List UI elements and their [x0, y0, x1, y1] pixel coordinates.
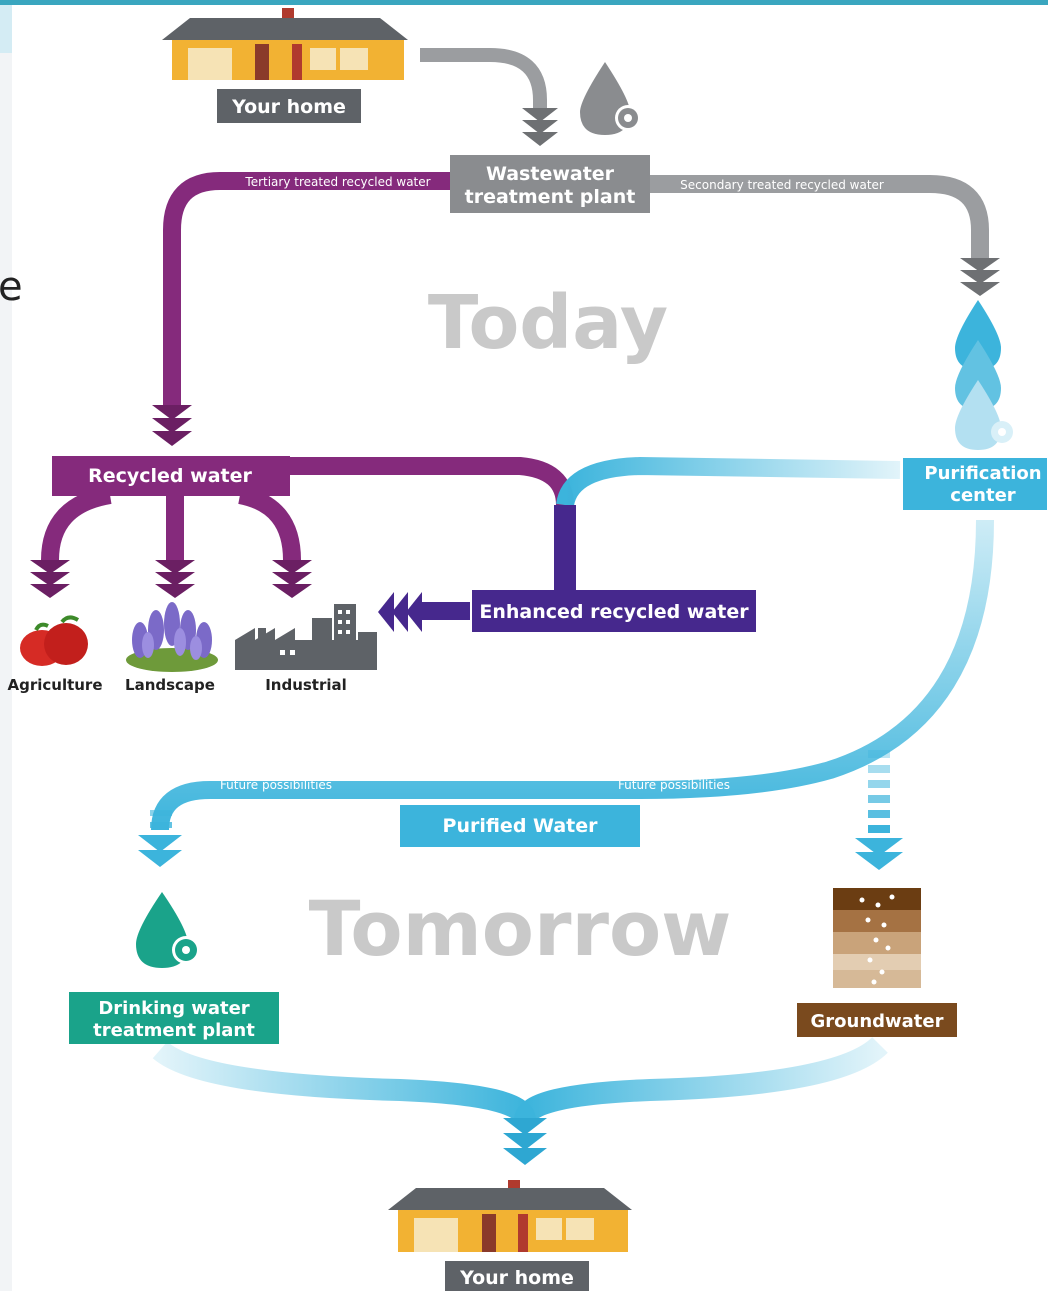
purified-water-box	[400, 805, 640, 847]
future-left-label: Future possibilities	[220, 778, 332, 792]
bottom-home-icon	[388, 1180, 632, 1252]
wastewater-plant-box	[450, 155, 650, 213]
drinking-plant-box	[69, 992, 279, 1044]
uses-branches	[41, 486, 301, 561]
landscape-icon	[126, 602, 218, 672]
left-frame-tab	[0, 5, 12, 53]
home-to-plant-flow	[420, 48, 547, 112]
today-label: Today	[428, 280, 668, 366]
partial-left-text: e	[0, 264, 23, 310]
home-inflow-arrows	[503, 1118, 547, 1165]
wastewater-plant-line2: treatment plant	[465, 186, 636, 208]
top-home-icon	[162, 8, 408, 80]
purification-center-line2: center	[950, 485, 1016, 506]
future-right-label: Future possibilities	[618, 778, 730, 792]
agriculture-icon	[20, 615, 88, 666]
enhanced-recycled-water-label: Enhanced recycled water	[479, 601, 749, 623]
drinking-water-drop-icon	[136, 892, 200, 968]
tertiary-flow-label: Tertiary treated recycled water	[244, 175, 430, 189]
groundwater-strata-icon	[833, 888, 921, 988]
top-home-label-box	[217, 89, 361, 123]
use-label-industrial: Industrial	[265, 676, 347, 694]
future-possibilities-flow	[151, 519, 994, 831]
secondary-flow-label: Secondary treated recycled water	[680, 178, 884, 192]
groundwater-label: Groundwater	[811, 1011, 944, 1032]
enhanced-vertical-flow	[554, 505, 576, 595]
purified-water-label: Purified Water	[443, 815, 599, 837]
home-to-plant-arrows	[522, 108, 558, 146]
groundwater-to-home-flow	[514, 1036, 888, 1123]
secondary-flow	[650, 175, 989, 258]
purification-drop-icon	[955, 300, 1013, 450]
future-left-arrows	[138, 835, 182, 867]
groundwater-dashed-flow	[855, 750, 903, 870]
use-label-agriculture: Agriculture	[7, 676, 102, 694]
drinking-to-home-flow	[152, 1041, 536, 1123]
uses-arrows	[30, 560, 312, 598]
wastewater-plant-line1: Wastewater	[486, 163, 615, 185]
secondary-flow-arrows	[960, 258, 1000, 296]
bottom-home-label-box	[445, 1261, 589, 1291]
top-home-label: Your home	[231, 96, 346, 118]
purification-center-box	[903, 458, 1047, 510]
future-left-dashed	[150, 810, 172, 828]
groundwater-box	[797, 1003, 957, 1037]
enhanced-recycled-water-box	[472, 590, 756, 632]
use-label-landscape: Landscape	[125, 676, 215, 694]
purification-center-line1: Purification	[924, 463, 1041, 484]
drinking-plant-line1: Drinking water	[98, 998, 249, 1019]
industrial-icon	[235, 604, 377, 670]
tertiary-flow	[163, 172, 450, 405]
purification-to-enhanced-flow	[556, 456, 901, 507]
tertiary-flow-arrows	[152, 405, 192, 446]
enhanced-to-industrial-flow	[420, 602, 470, 620]
recycled-water-main-flow	[290, 457, 574, 506]
recycled-water-box	[52, 456, 290, 496]
enhanced-to-industrial-arrows	[378, 592, 422, 632]
bottom-home-label: Your home	[459, 1267, 574, 1289]
left-frame	[0, 5, 12, 1291]
drinking-plant-line2: treatment plant	[93, 1020, 255, 1041]
wastewater-drop-icon	[580, 62, 641, 135]
recycled-water-label: Recycled water	[88, 465, 252, 487]
top-border	[0, 0, 1048, 5]
tomorrow-label: Tomorrow	[309, 884, 732, 973]
